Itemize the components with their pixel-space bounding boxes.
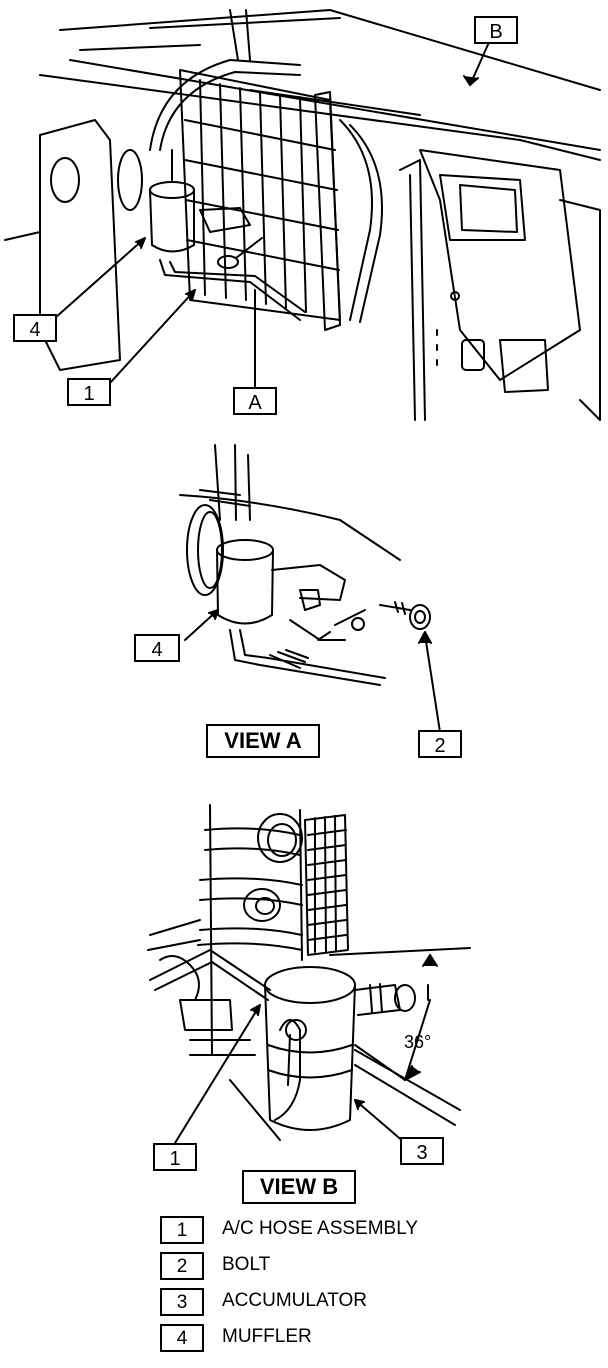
legend-number: 4 [160,1324,204,1352]
legend-item: 4 MUFFLER [160,1324,490,1360]
view-b-detail [147,804,471,1144]
legend-number: 1 [160,1216,204,1244]
callout-2-view-a: 2 [418,730,462,758]
callout-4-top: 4 [13,314,57,342]
legend-number: 3 [160,1288,204,1316]
legend-label: A/C HOSE ASSEMBLY [222,1218,419,1239]
callout-b: B [474,16,518,44]
legend-label: MUFFLER [222,1326,312,1347]
legend-label: ACCUMULATOR [222,1290,367,1311]
legend-number: 2 [160,1252,204,1280]
callout-a: A [233,387,277,415]
view-a-detail [179,444,441,733]
view-a-label: VIEW A [206,724,320,758]
view-b-label: VIEW B [242,1170,356,1204]
legend-item: 2 BOLT [160,1252,490,1288]
legend-label: BOLT [222,1254,271,1275]
callout-4-view-a: 4 [134,634,180,662]
parts-legend: 1 A/C HOSE ASSEMBLY 2 BOLT 3 ACCUMULATOR… [160,1216,490,1360]
angle-label: 36° [404,1032,432,1052]
legend-item: 3 ACCUMULATOR [160,1288,490,1324]
callout-1-top: 1 [67,378,111,406]
callout-1-view-b: 1 [153,1143,197,1171]
engine-bay-overview [4,9,601,421]
callout-3-view-b: 3 [400,1137,444,1165]
legend-item: 1 A/C HOSE ASSEMBLY [160,1216,490,1252]
